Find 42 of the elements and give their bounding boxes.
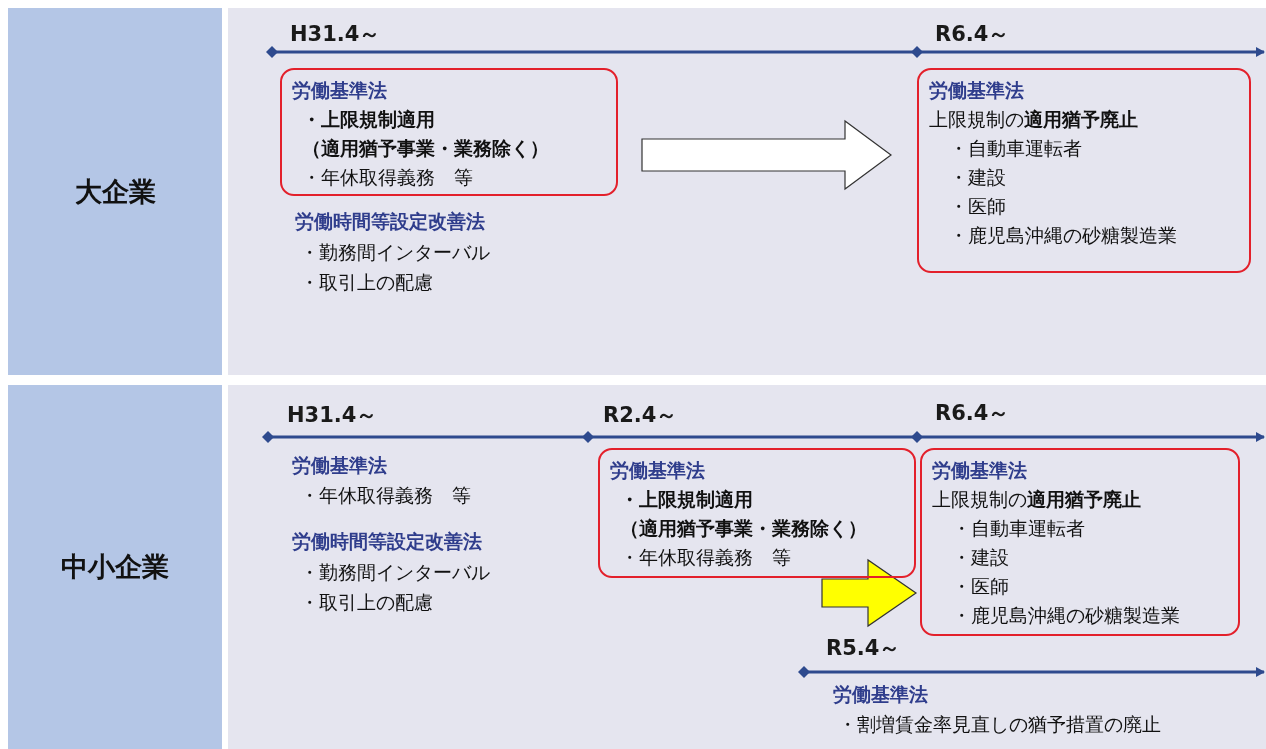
text-line: ・建設 — [952, 545, 1009, 570]
section-heading: 労働基準法 — [929, 78, 1024, 103]
block-arrow — [821, 558, 918, 628]
text-line: ・医師 — [952, 574, 1009, 599]
text-line: ・医師 — [949, 194, 1006, 219]
date-label: H31.4～ — [290, 21, 381, 48]
text-line: ・上限規制適用（適用猶予事業・業務除く） — [302, 107, 550, 161]
section-heading: 労働時間等設定改善法 — [292, 529, 482, 554]
section-heading: 労働時間等設定改善法 — [295, 209, 485, 234]
date-label: R5.4～ — [826, 635, 901, 662]
text-line: ・自動車運転者 — [949, 136, 1082, 161]
section-heading: 労働基準法 — [292, 78, 387, 103]
highlight-box — [917, 68, 1251, 273]
text-line: 上限規制の適用猶予廃止 — [929, 107, 1138, 132]
text-line: ・勤務間インターバル — [300, 560, 490, 585]
date-label: H31.4～ — [287, 402, 378, 429]
section-heading: 労働基準法 — [833, 682, 928, 707]
date-label: R2.4～ — [603, 402, 678, 429]
text-line: ・鹿児島沖縄の砂糖製造業 — [949, 223, 1177, 248]
text-line: ・年休取得義務 等 — [302, 165, 473, 190]
text-line: ・年休取得義務 等 — [300, 483, 471, 508]
highlight-box — [598, 448, 916, 578]
row-header-cell: 大企業 — [8, 8, 222, 375]
text-line: ・上限規制適用（適用猶予事業・業務除く） — [620, 487, 868, 541]
text-line: ・自動車運転者 — [952, 516, 1085, 541]
row-header-cell: 中小企業 — [8, 385, 222, 749]
text-line: ・年休取得義務 等 — [620, 545, 791, 570]
date-label: R6.4～ — [935, 21, 1010, 48]
date-label: R6.4～ — [935, 400, 1010, 427]
text-line: 上限規制の適用猶予廃止 — [932, 487, 1141, 512]
text-line: ・勤務間インターバル — [300, 240, 490, 265]
text-line: ・取引上の配慮 — [300, 270, 433, 295]
text-line: ・建設 — [949, 165, 1006, 190]
highlight-box — [280, 68, 618, 196]
text-line: ・取引上の配慮 — [300, 590, 433, 615]
section-heading: 労働基準法 — [610, 458, 705, 483]
block-arrow — [641, 119, 892, 191]
highlight-box — [920, 448, 1240, 636]
text-line: ・割増賃金率見直しの猶予措置の廃止 — [838, 712, 1161, 737]
text-line: ・鹿児島沖縄の砂糖製造業 — [952, 603, 1180, 628]
section-heading: 労働基準法 — [932, 458, 1027, 483]
section-heading: 労働基準法 — [292, 453, 387, 478]
